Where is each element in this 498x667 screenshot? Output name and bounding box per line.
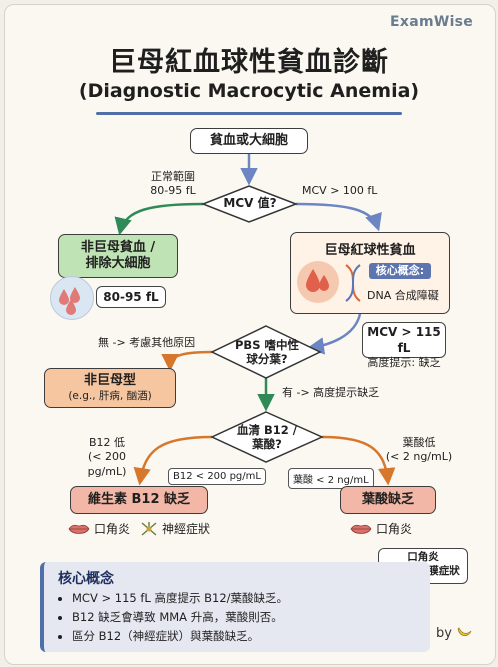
mcv-question: MCV 值? bbox=[223, 196, 277, 210]
mcv-decision-diamond bbox=[200, 185, 299, 223]
brand-logo: ExamWise bbox=[390, 14, 474, 30]
mcv-115-line2: 高度提示: 缺乏 bbox=[367, 356, 441, 370]
folate-deficiency-node: 葉酸缺乏 bbox=[340, 486, 436, 514]
non-mega-line2: 排除大細胞 bbox=[85, 256, 151, 271]
arrow-mega-to-pbs bbox=[306, 313, 362, 355]
megaloblastic-node: 巨母紅球性貧血 核心概念: DNA 合成障礙 bbox=[290, 232, 450, 314]
b12-threshold-tag: B12 < 200 pg/mL bbox=[168, 468, 266, 485]
non-mega-line1: 非巨母貧血 / bbox=[80, 239, 156, 255]
non-megaloblastic-type-node: 非巨母型 (e.g., 肝病, 酗酒) bbox=[44, 368, 176, 408]
mcv-115-line1: MCV > 115 fL bbox=[367, 325, 441, 355]
serum-question: 血清 B12 / 葉酸? bbox=[222, 423, 312, 452]
serum-line1: 血清 B12 / bbox=[237, 423, 297, 437]
b12-symptom-neuro: 神經症狀 bbox=[162, 522, 211, 536]
arrow-mcv-to-mega bbox=[295, 202, 382, 232]
arrow-pbs-to-non-mega-type bbox=[161, 350, 213, 372]
author-by: by bbox=[436, 626, 452, 641]
folate-low-line1: 葉酸低 bbox=[402, 436, 436, 449]
core-concept-badge: 核心概念: bbox=[369, 263, 431, 279]
page-subtitle: (Diagnostic Macrocytic Anemia) bbox=[78, 80, 420, 102]
folate-threshold-tag: 葉酸 < 2 ng/mL bbox=[288, 468, 374, 489]
blood-drop-icon bbox=[297, 261, 339, 303]
pbs-decision-diamond bbox=[210, 325, 322, 379]
title-underline bbox=[96, 112, 402, 115]
core-concept-text: DNA 合成障礙 bbox=[367, 289, 439, 302]
folate-low-line2: (< 2 ng/mL) bbox=[385, 450, 453, 464]
no-consider-label: 無 -> 考慮其他原因 bbox=[98, 336, 196, 349]
lips-icon bbox=[68, 524, 90, 534]
author-credit: by bbox=[436, 625, 472, 641]
pbs-line1: PBS 嗜中性 bbox=[235, 338, 299, 352]
serum-decision-diamond bbox=[210, 411, 324, 463]
arrow-serum-to-folate bbox=[321, 435, 396, 486]
banana-icon bbox=[457, 627, 472, 637]
summary-item: 區分 B12（神經症狀）與葉酸缺乏。 bbox=[72, 627, 442, 646]
b12-deficiency-label: 維生素 B12 缺乏 bbox=[87, 491, 191, 507]
dna-icon bbox=[343, 263, 363, 303]
summary-panel: 核心概念 MCV > 115 fL 高度提示 B12/葉酸缺乏。 B12 缺乏會… bbox=[40, 562, 430, 652]
range-80-95-callout: 80-95 fL bbox=[96, 286, 166, 308]
b12-low-line2: (< 200 pg/mL) bbox=[87, 450, 127, 478]
folate-low-label: 葉酸低 (< 2 ng/mL) bbox=[384, 436, 454, 465]
summary-list: MCV > 115 fL 高度提示 B12/葉酸缺乏。 B12 缺乏會導致 MM… bbox=[44, 589, 442, 646]
blood-drops-icon bbox=[50, 276, 94, 320]
non-mega-type-examples: (e.g., 肝病, 酗酒) bbox=[68, 389, 152, 402]
summary-item: MCV > 115 fL 高度提示 B12/葉酸缺乏。 bbox=[72, 589, 442, 608]
serum-line2: 葉酸? bbox=[252, 436, 282, 451]
b12-low-line1: B12 低 bbox=[88, 436, 126, 449]
arrow-mcv-to-non-mega bbox=[114, 202, 204, 236]
normal-range-label: 正常範圍 80-95 fL bbox=[138, 170, 208, 199]
normal-range-line1: 正常範圍 bbox=[151, 170, 195, 183]
lips-icon bbox=[350, 524, 372, 534]
page-title: 巨母紅血球性貧血診斷 bbox=[109, 47, 389, 78]
folate-symptoms: 口角炎 bbox=[350, 520, 412, 537]
b12-symptom-angular-cheilitis: 口角炎 bbox=[94, 522, 131, 536]
b12-symptoms: 口角炎 神經症狀 bbox=[68, 520, 210, 537]
yes-deficiency-label: 有 -> 高度提示缺乏 bbox=[282, 386, 380, 399]
megaloblastic-label: 巨母紅球性貧血 bbox=[324, 243, 416, 258]
start-node-label: 貧血或大細胞 bbox=[209, 132, 288, 148]
non-megaloblastic-node: 非巨母貧血 / 排除大細胞 bbox=[58, 234, 178, 278]
folate-deficiency-label: 葉酸缺乏 bbox=[361, 491, 414, 507]
arrow-serum-to-b12 bbox=[133, 435, 213, 486]
pbs-question: PBS 嗜中性 球分葉? bbox=[222, 338, 312, 367]
summary-item: B12 缺乏會導致 MMA 升高，葉酸則否。 bbox=[72, 608, 442, 627]
non-mega-type-label: 非巨母型 bbox=[83, 373, 136, 389]
normal-range-line2: 80-95 fL bbox=[150, 184, 196, 198]
b12-low-label: B12 低 (< 200 pg/mL) bbox=[68, 436, 146, 479]
b12-deficiency-node: 維生素 B12 缺乏 bbox=[70, 486, 208, 514]
folate-symptom-angular-cheilitis: 口角炎 bbox=[376, 522, 413, 536]
summary-title: 核心概念 bbox=[58, 571, 114, 587]
mcv-gt-100-label: MCV > 100 fL bbox=[302, 184, 378, 197]
nerve-icon bbox=[141, 521, 157, 536]
start-node: 貧血或大細胞 bbox=[190, 128, 308, 154]
folate-note-line1: 口角炎 bbox=[407, 551, 439, 563]
mcv-115-callout: MCV > 115 fL 高度提示: 缺乏 bbox=[362, 322, 446, 369]
pbs-line2: 球分葉? bbox=[246, 351, 288, 366]
